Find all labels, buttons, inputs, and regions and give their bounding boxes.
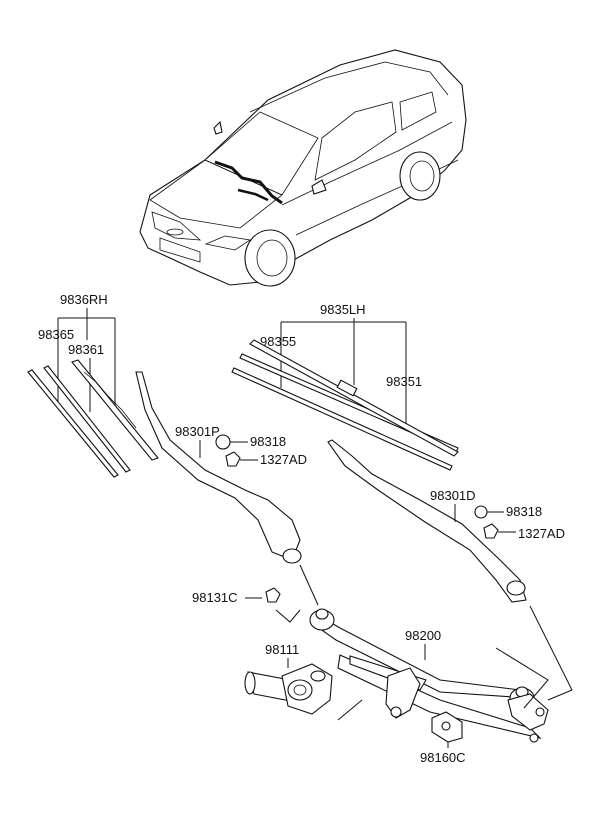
label-1327AD-lh: 1327AD [518,526,565,541]
pivot-cap [265,587,281,603]
lh-cap [474,505,488,519]
label-1327AD-rh: 1327AD [260,452,307,467]
label-98160C: 98160C [420,750,466,765]
lh-arm-group: 98301D 98318 1327AD [327,439,565,603]
lh-blade [249,339,459,457]
rh-cap [215,434,231,450]
label-98361: 98361 [68,342,104,357]
rh-arm [135,371,301,561]
label-98351: 98351 [386,374,422,389]
label-98301D: 98301D [430,488,476,503]
bracket-group: 98160C [420,711,466,765]
label-98200: 98200 [405,628,441,643]
linkage-bar-lower [337,654,542,739]
lh-blade-group: 9835LH 98355 98351 [231,302,459,471]
rh-blade [71,359,159,461]
car-illustration [139,49,467,287]
label-98318-rh: 98318 [250,434,286,449]
leader-9836RH [57,308,116,408]
refill-strip [27,369,119,478]
lh-arm [327,439,527,603]
label-9835LH: 9835LH [320,302,366,317]
lh-nut [483,523,499,539]
linkage-group: 98131C 98200 [192,564,573,743]
label-98365: 98365 [38,327,74,342]
label-98131C: 98131C [192,590,238,605]
rh-blade-group: 9836RH 98365 98361 [27,292,159,478]
label-98111: 98111 [265,642,299,657]
rh-nut [225,451,241,467]
label-98318-lh: 98318 [506,504,542,519]
motor-group: 98111 [244,642,333,715]
label-9836RH: 9836RH [60,292,108,307]
label-98301P: 98301P [175,424,220,439]
rh-arm-group: 98301P 98318 1327AD [135,371,307,564]
label-98355: 98355 [260,334,296,349]
